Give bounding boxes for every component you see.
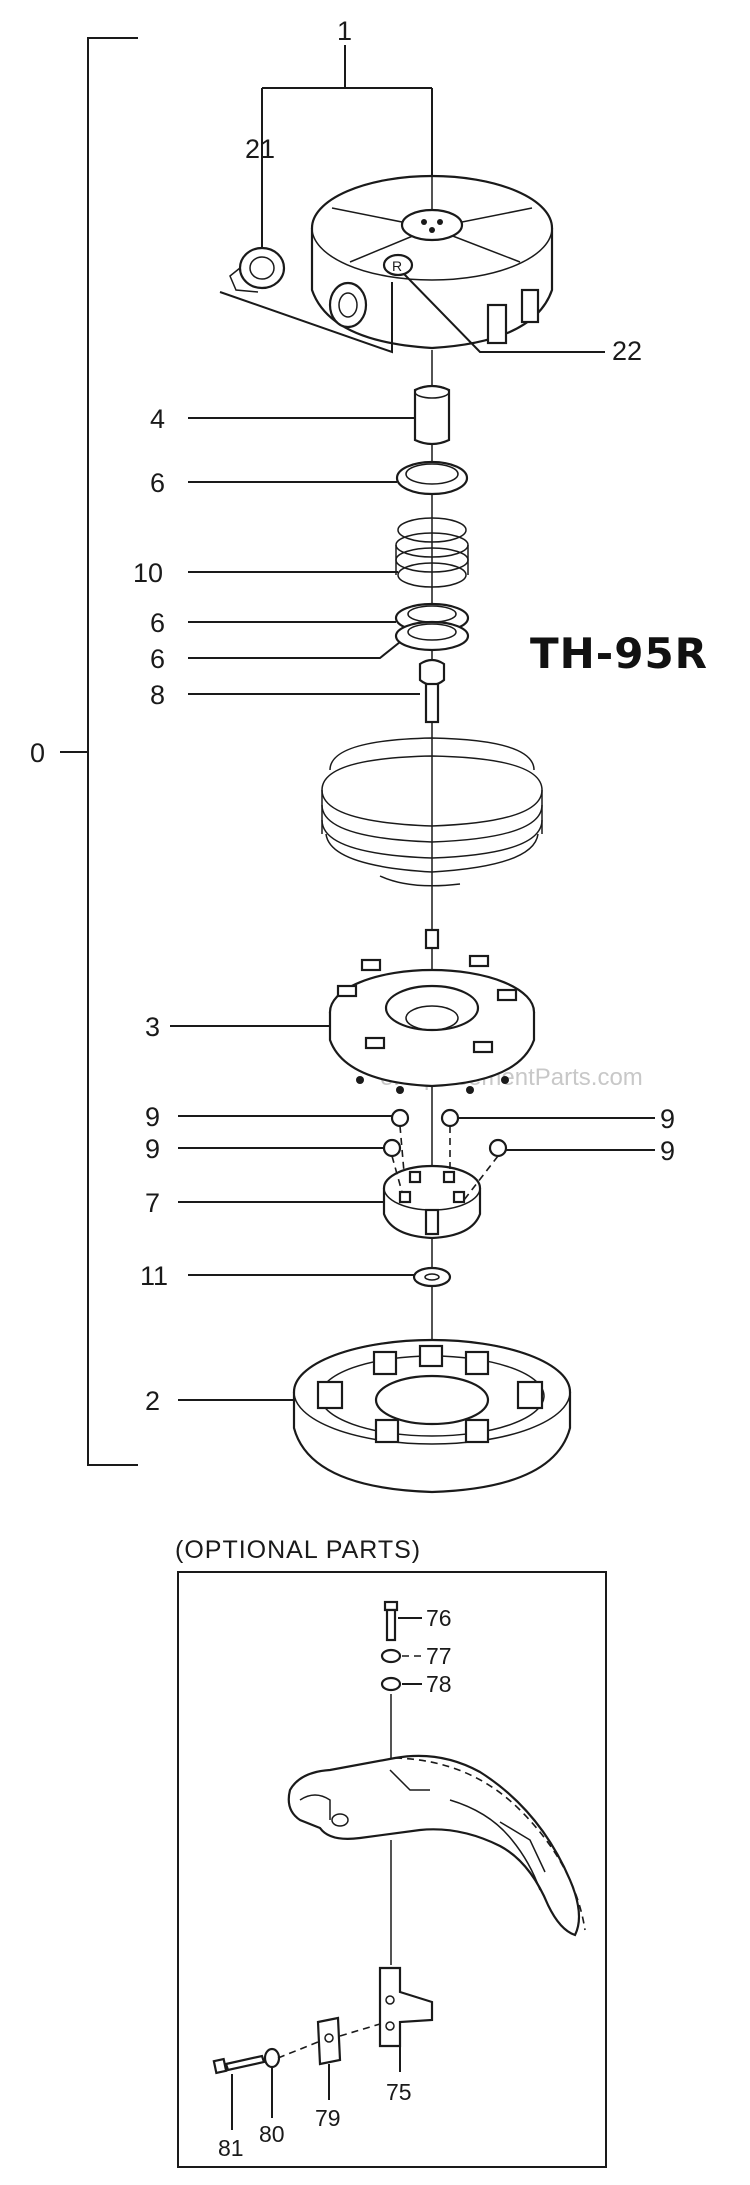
part-bracket-75 xyxy=(378,1966,434,2048)
assembly-bracket xyxy=(60,37,138,1466)
part-spool xyxy=(328,928,536,1094)
callout-79: 79 xyxy=(315,2105,341,2131)
callout-22: 22 xyxy=(612,336,642,366)
callout-6a: 6 xyxy=(150,468,165,498)
callout-7: 7 xyxy=(145,1188,160,1218)
callout-77: 77 xyxy=(426,1643,452,1669)
optional-parts-box xyxy=(177,1571,607,2168)
guide-line-80-79 xyxy=(277,2041,319,2059)
guide-line-79-75 xyxy=(339,2023,381,2037)
callout-75: 75 xyxy=(386,2079,412,2105)
callout-1: 1 xyxy=(337,16,352,46)
callout-0: 0 xyxy=(30,738,45,768)
part-balls xyxy=(382,1108,508,1158)
optional-parts-title: (OPTIONAL PARTS) xyxy=(175,1536,421,1564)
callout-4: 4 xyxy=(150,404,165,434)
callout-8: 8 xyxy=(150,680,165,710)
part-bolt-81 xyxy=(212,2054,266,2075)
callout-21: 21 xyxy=(245,134,275,164)
part-nut xyxy=(413,384,451,446)
part-washer-top xyxy=(395,460,469,496)
callout-76: 76 xyxy=(426,1605,452,1631)
callout-10: 10 xyxy=(133,558,163,588)
part-spring xyxy=(395,517,469,588)
callout-3: 3 xyxy=(145,1012,160,1042)
part-plate-79 xyxy=(316,2016,342,2066)
callout-9c: 9 xyxy=(145,1134,160,1164)
part-washer-pair xyxy=(394,602,470,652)
leader-lines-top xyxy=(219,45,605,354)
part-knob xyxy=(229,246,286,293)
part-washer-small xyxy=(412,1266,452,1288)
part-bolt xyxy=(418,658,446,724)
callout-9b: 9 xyxy=(660,1104,675,1134)
leader-6c xyxy=(188,641,401,659)
part-cover: R xyxy=(310,174,554,350)
callout-11: 11 xyxy=(140,1261,168,1291)
callout-78: 78 xyxy=(426,1671,452,1697)
callout-2: 2 xyxy=(145,1386,160,1416)
callout-6b: 6 xyxy=(150,608,165,638)
part-hub xyxy=(382,1125,499,1240)
callout-9a: 9 xyxy=(145,1102,160,1132)
part-bolt-76 xyxy=(383,1600,399,1642)
callout-6c: 6 xyxy=(150,644,165,674)
part-guard-shield xyxy=(287,1754,586,1937)
svg-text:R: R xyxy=(392,258,402,274)
callout-9d: 9 xyxy=(660,1136,675,1166)
part-line-coil xyxy=(321,737,543,887)
callout-80: 80 xyxy=(259,2121,285,2147)
part-base xyxy=(292,1338,572,1494)
callout-81: 81 xyxy=(218,2135,244,2161)
part-washer-80 xyxy=(263,2047,281,2069)
part-lockwasher-77 xyxy=(380,1648,402,1664)
model-title: TH-95R xyxy=(530,629,708,678)
part-washer-78 xyxy=(380,1676,402,1692)
